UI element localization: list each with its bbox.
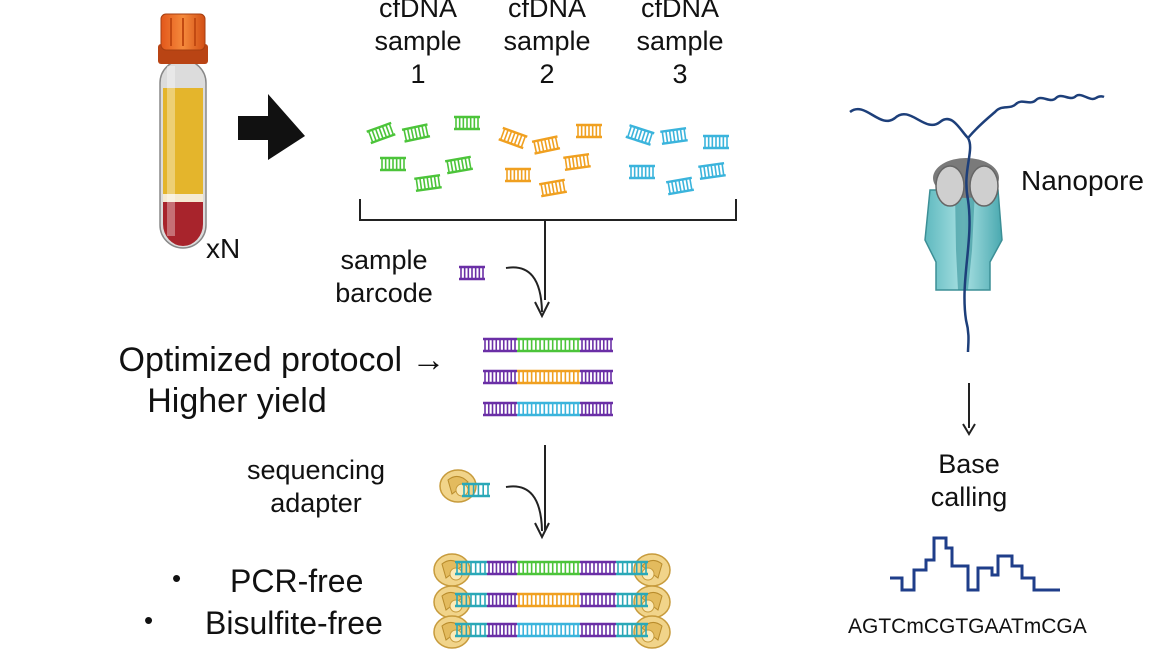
adapter-label: sequencing adapter xyxy=(228,454,404,520)
dna-fragment-icon xyxy=(498,126,528,150)
dna-fragment-icon xyxy=(444,155,474,175)
dna-fragment-icon xyxy=(563,153,591,171)
sample-3-line2: sample xyxy=(636,25,724,56)
protocol-label-line1: Optimized protocol → xyxy=(118,341,446,379)
dna-fragment-icon xyxy=(698,162,726,180)
dna-fragment-icon xyxy=(454,115,480,131)
adapter-ligated-fragment xyxy=(433,553,671,587)
sample-1-label: cfDNA sample 1 xyxy=(363,0,473,91)
sample-2-line3: 2 xyxy=(539,58,555,89)
base-calling-label: Base calling xyxy=(904,448,1034,514)
sample-3-line1: cfDNA xyxy=(640,0,719,23)
sample-2-line2: sample xyxy=(503,25,591,56)
motor-protein-icon xyxy=(433,585,471,619)
dna-fragment-icon xyxy=(380,156,406,172)
sample-bracket xyxy=(359,199,737,221)
dna-fragment-icon xyxy=(459,265,485,281)
adapter-merge-arrow xyxy=(505,485,543,532)
bullet-icon: • xyxy=(172,563,182,593)
feature-bisulfite-free: Bisulfite-free xyxy=(205,605,383,641)
protocol-label: Optimized protocol → Higher yield xyxy=(92,340,472,422)
tube-multiplier: xN xyxy=(206,233,241,264)
called-sequence: AGTCmCGTGAATmCGA xyxy=(848,615,1087,638)
motor-protein-icon xyxy=(633,553,671,587)
sample-1-line2: sample xyxy=(374,25,462,56)
barcoded-fragment xyxy=(483,369,613,385)
dna-fragment-icon xyxy=(703,134,729,150)
sample-1-line3: 1 xyxy=(410,58,426,89)
barcoded-fragment xyxy=(483,401,613,417)
dna-fragment-icon xyxy=(531,135,561,155)
motor-protein-icon xyxy=(633,615,671,649)
sample-3-line3: 3 xyxy=(672,58,688,89)
dna-fragment-icon xyxy=(414,174,442,192)
motor-protein-icon xyxy=(433,553,471,587)
barcode-merge-arrow xyxy=(505,266,543,313)
signal-trace xyxy=(890,536,1060,592)
dna-fragment-icon xyxy=(401,123,431,143)
cfdna-fragments xyxy=(366,115,729,198)
dna-fragment-icon xyxy=(366,121,396,145)
barcode-label-line2: barcode xyxy=(335,277,433,308)
adapter-ligated-fragment xyxy=(433,585,671,619)
adapter-label-line1: sequencing xyxy=(246,455,386,485)
right-arrow-icon xyxy=(238,94,305,160)
sample-1-line1: cfDNA xyxy=(378,0,457,23)
bullet-icon: • xyxy=(144,605,154,635)
dna-fragment-icon xyxy=(576,123,602,139)
protocol-label-line2: Higher yield xyxy=(147,381,327,420)
adapter-label-line2: adapter xyxy=(270,487,362,518)
sample-3-label: cfDNA sample 3 xyxy=(625,0,735,91)
barcode-label-line1: sample xyxy=(340,245,428,275)
down-arrow-icon xyxy=(962,423,976,436)
motor-protein-icon xyxy=(633,585,671,619)
dna-fragment-icon xyxy=(625,124,655,146)
nanopore-label: Nanopore xyxy=(1021,165,1144,196)
blood-tube-icon xyxy=(158,13,208,249)
barcoded-libraries xyxy=(483,337,613,417)
motor-protein-icon xyxy=(439,469,477,503)
base-calling-line1: Base xyxy=(938,449,1000,479)
dna-fragment-icon xyxy=(660,127,688,145)
barcode-label: sample barcode xyxy=(318,244,450,310)
dna-fragment-icon xyxy=(629,164,655,180)
sample-2-label: cfDNA sample 2 xyxy=(492,0,602,91)
barcoded-fragment xyxy=(483,337,613,353)
dna-fragment-icon xyxy=(538,178,568,198)
adapter-ligated-library xyxy=(433,553,671,649)
dna-fragment-icon xyxy=(505,167,531,183)
base-calling-line2: calling xyxy=(930,481,1008,512)
feature-pcr-free: PCR-free xyxy=(230,563,364,599)
motor-protein-icon xyxy=(433,615,471,649)
barcode-icon xyxy=(459,265,485,281)
adapter-ligated-fragment xyxy=(433,615,671,649)
nanopore-icon xyxy=(849,93,1105,353)
sample-2-line1: cfDNA xyxy=(507,0,586,23)
dna-fragment-icon xyxy=(665,176,695,196)
sequencing-adapter-icon xyxy=(439,469,490,503)
